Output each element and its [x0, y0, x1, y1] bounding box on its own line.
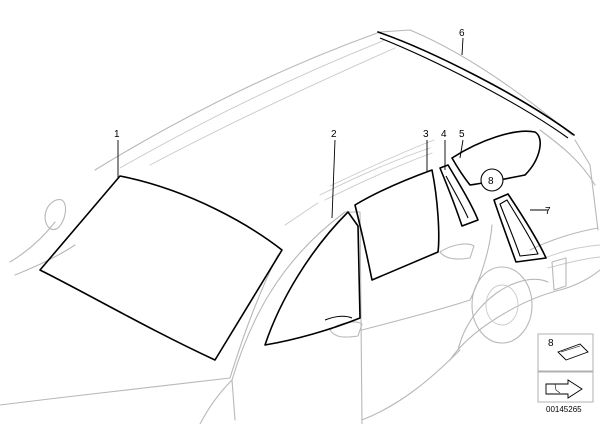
- callout-1: 1: [114, 129, 120, 140]
- pillar-line: [284, 202, 319, 226]
- drawing-number: 00145265: [546, 405, 582, 414]
- leader-2: [331, 139, 336, 219]
- callout-8-circle-label: 8: [488, 176, 494, 187]
- side-sill-front: [0, 377, 231, 406]
- arrow-icon-detail: [554, 383, 561, 394]
- hood-line: [9, 221, 56, 263]
- callout-6: 6: [459, 28, 465, 39]
- rear-door-handle: [439, 243, 475, 260]
- rear-door-window[interactable]: [354, 169, 440, 281]
- car-body-outline: [0, 29, 600, 424]
- tailgate-edge: [539, 129, 596, 186]
- front-door-outline: [231, 211, 363, 424]
- roof-outline: [94, 29, 573, 171]
- rear-roof-seal-inner: [379, 37, 569, 139]
- roof-rail-hatch-2: [324, 152, 433, 201]
- glazing-parts: [39, 130, 547, 361]
- rear-door-beltline: [361, 224, 493, 331]
- side-mirror: [44, 199, 67, 231]
- rear-fixed-side-window-seal: [499, 199, 539, 257]
- adhesive-kit-icon-line: [560, 345, 581, 353]
- windscreen[interactable]: [39, 175, 283, 361]
- rear-quarter-line: [449, 269, 600, 361]
- callout-8-circle: [480, 168, 504, 192]
- callout-8: 8: [548, 338, 554, 349]
- rear-wheel-arch: [457, 278, 549, 351]
- rear-corner: [574, 139, 599, 231]
- kit-panel: 8 00145265: [537, 333, 594, 414]
- leader-5: [459, 139, 464, 159]
- roof-rail-hatch-1: [319, 147, 431, 196]
- rear-trim-line-2: [547, 256, 600, 269]
- adhesive-kit-icon: [557, 343, 589, 361]
- leader-6: [461, 37, 464, 56]
- rear-trim-line: [544, 244, 600, 259]
- rear-beltline: [529, 227, 599, 251]
- hood-line-2: [14, 244, 76, 276]
- rear-door-lower: [361, 349, 461, 421]
- front-door-window[interactable]: [264, 211, 361, 346]
- leader-lines: [117, 37, 548, 219]
- front-window-lower-edge: [324, 315, 353, 321]
- rear-side-marker: [551, 257, 567, 291]
- rear-door-quarter-glass[interactable]: [439, 164, 479, 227]
- roof-rail-line: [119, 39, 386, 169]
- front-door-handle: [329, 321, 363, 338]
- roof-rail-hatch-3: [329, 139, 435, 187]
- rear-wheel: [471, 266, 533, 344]
- a-pillar-lower: [229, 254, 279, 379]
- rear-wheel-hub: [485, 284, 519, 326]
- quarter-glass-inner: [445, 175, 469, 219]
- callout-5: 5: [459, 129, 465, 140]
- rear-fixed-side-window[interactable]: [493, 193, 547, 263]
- front-fender-line: [199, 379, 233, 424]
- callout-labels: 1 2 3 4 5 6 7: [114, 28, 551, 217]
- circled-callout-8: 8: [480, 168, 504, 192]
- callout-3: 3: [423, 129, 429, 140]
- roof-rail-line-2: [149, 47, 396, 166]
- callout-4: 4: [441, 129, 447, 140]
- rear-side-window[interactable]: [451, 130, 541, 186]
- rear-roof-seal: [377, 31, 575, 136]
- callout-2: 2: [331, 129, 337, 140]
- callout-7: 7: [545, 206, 551, 217]
